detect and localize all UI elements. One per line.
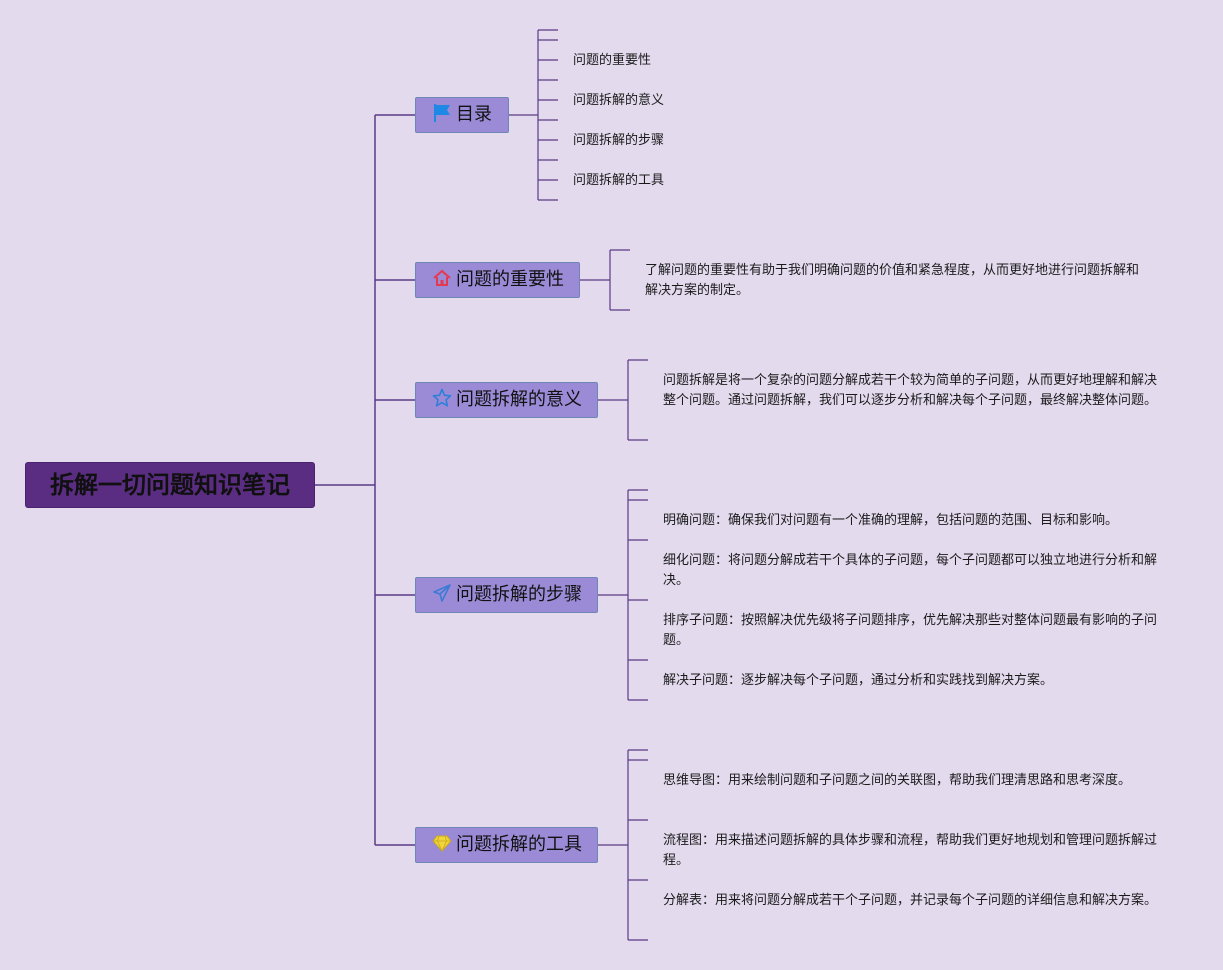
importance-note[interactable]: 了解问题的重要性有助于我们明确问题的价值和紧急程度，从而更好地进行问题拆解和解决…	[645, 263, 1140, 298]
flag-icon	[434, 104, 450, 122]
step-item[interactable]: 排序子问题：按照解决优先级将子问题排序，优先解决那些对整体问题最有影响的子问题。	[663, 613, 1158, 648]
branch-label: 问题拆解的步骤	[456, 584, 582, 605]
toc-item[interactable]: 问题拆解的意义	[573, 93, 665, 108]
root-topic[interactable]: 拆解一切问题知识笔记	[25, 462, 315, 508]
toc-item[interactable]: 问题拆解的工具	[573, 173, 665, 188]
branch-label: 问题拆解的工具	[456, 834, 582, 855]
tool-item[interactable]: 流程图：用来描述问题拆解的具体步骤和流程，帮助我们更好地规划和管理问题拆解过程。	[663, 833, 1158, 868]
tool-item[interactable]: 思维导图：用来绘制问题和子问题之间的关联图，帮助我们理清思路和思考深度。	[663, 773, 1132, 788]
step-item[interactable]: 解决子问题：逐步解决每个子问题，通过分析和实践找到解决方案。	[663, 673, 1054, 688]
branch-tools[interactable]: 问题拆解的工具	[415, 827, 598, 863]
diamond-icon	[432, 835, 452, 852]
meaning-note[interactable]: 问题拆解是将一个复杂的问题分解成若干个较为简单的子问题，从而更好地理解和解决整个…	[663, 373, 1158, 408]
branch-steps[interactable]: 问题拆解的步骤	[415, 577, 598, 613]
branch-label: 目录	[456, 104, 492, 125]
branch-meaning[interactable]: 问题拆解的意义	[415, 382, 598, 418]
step-item[interactable]: 细化问题：将问题分解成若干个具体的子问题，每个子问题都可以独立地进行分析和解决。	[663, 553, 1158, 588]
toc-item[interactable]: 问题的重要性	[573, 53, 652, 68]
paper-plane-icon	[433, 584, 451, 602]
home-icon	[433, 269, 451, 286]
branch-label: 问题拆解的意义	[456, 389, 582, 410]
branch-toc[interactable]: 目录	[415, 97, 509, 133]
branch-label: 问题的重要性	[456, 269, 564, 290]
step-item[interactable]: 明确问题：确保我们对问题有一个准确的理解，包括问题的范围、目标和影响。	[663, 513, 1119, 528]
branch-importance[interactable]: 问题的重要性	[415, 262, 580, 298]
tool-item[interactable]: 分解表：用来将问题分解成若干个子问题，并记录每个子问题的详细信息和解决方案。	[663, 893, 1158, 908]
toc-item[interactable]: 问题拆解的步骤	[573, 133, 665, 148]
star-icon	[432, 388, 452, 407]
